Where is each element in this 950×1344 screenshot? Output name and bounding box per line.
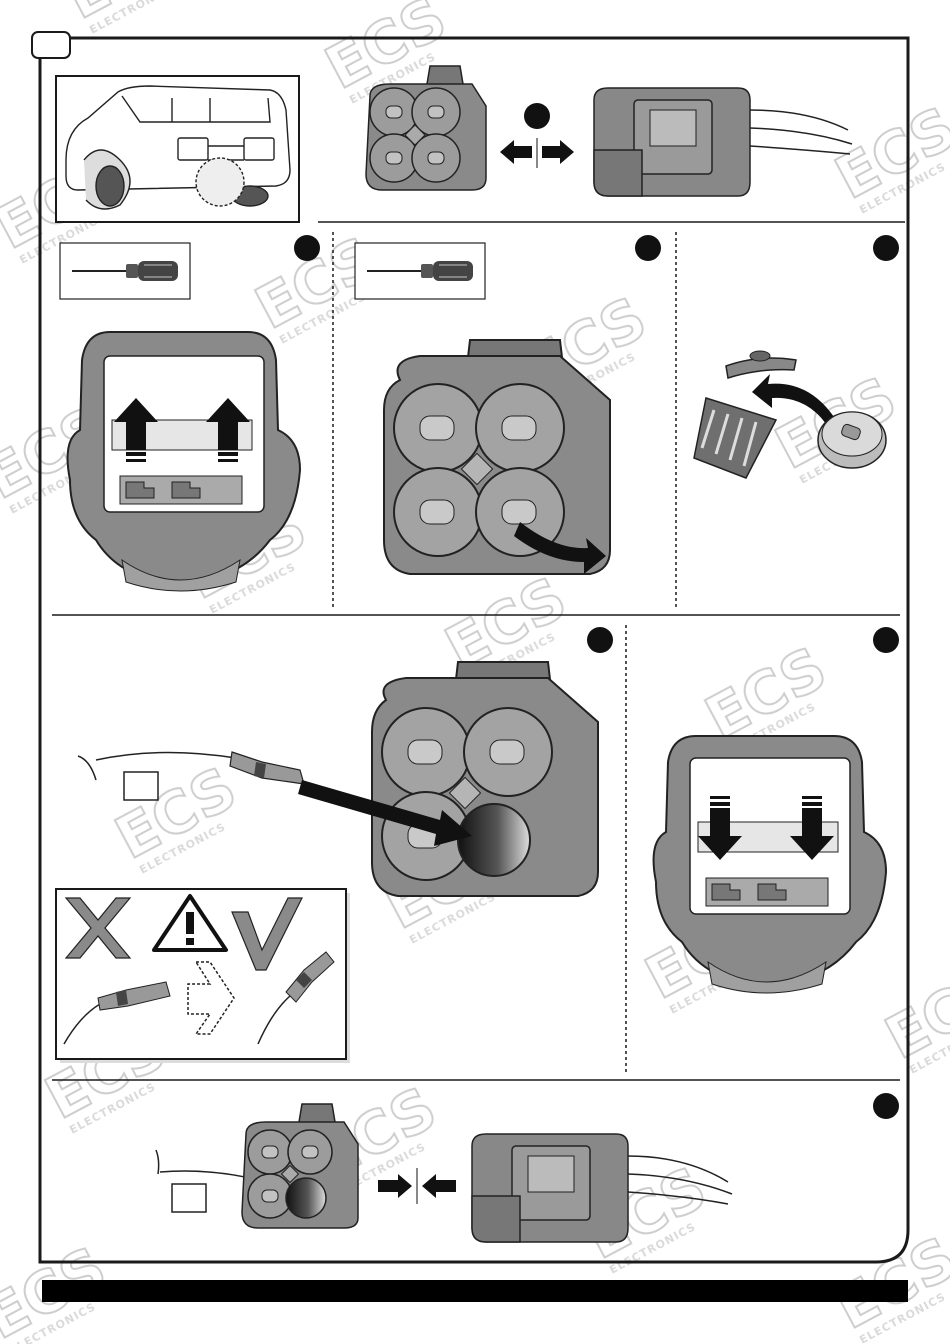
corner-tab [32,32,70,58]
join-arrows-icon [378,1168,456,1204]
wire-tag-box [172,1184,206,1212]
connector-front-icon [366,66,486,190]
plug-side-icon [594,88,852,196]
panel-orientation-warning [56,889,350,1063]
panel-reconnect [156,1093,899,1242]
connector-front-icon [372,662,598,896]
wire-tag-box [124,772,158,800]
panel-vehicle-and-disconnect [56,66,852,222]
seal-plug-icon [818,412,886,468]
footer-bar [42,1280,908,1302]
screwdriver-icon [60,243,190,299]
connector-front-icon [384,340,610,574]
panel-remove-plug [355,235,661,574]
separate-arrows-icon [500,103,574,168]
towbar-location-circle [196,158,244,206]
wire-icon [156,1150,258,1180]
screwdriver-icon [355,243,485,299]
connector-front-icon [242,1104,358,1228]
